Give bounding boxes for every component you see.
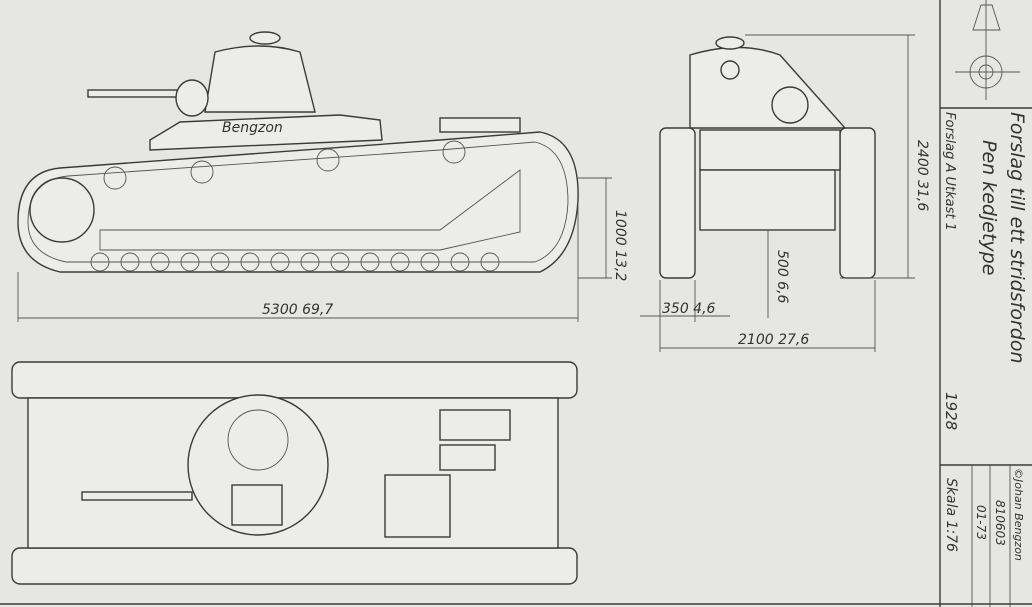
drawing-variant: Forslag A Utkast 1	[942, 112, 957, 231]
drawing-number: 810603	[993, 500, 1007, 546]
drawing-year: 1928	[942, 392, 960, 430]
copyright: ©Johan Bengzon	[1012, 468, 1025, 561]
top-view	[11, 361, 578, 585]
sheet-number: 01-73	[974, 505, 988, 540]
side-view: Bengzon 5300 69,7 1000 13,2	[17, 31, 628, 322]
road-wheels	[90, 140, 500, 272]
drawing-title: Forslag till ett stridsfordon	[1006, 112, 1028, 364]
drawing-subtitle: Pen kedjetype	[978, 140, 1000, 275]
hull-marking: Bengzon	[222, 120, 283, 136]
length-dimension: 5300 69,7	[262, 302, 333, 318]
track-height-dimension: 1000 13,2	[612, 210, 628, 281]
projection-symbol	[955, 0, 1020, 100]
track-width-dimension: 350 4,6	[662, 301, 716, 317]
height-dimension: 2400 31,6	[914, 140, 930, 211]
drawing-scale: Skala 1:76	[943, 478, 959, 552]
front-view: 2400 31,6 500 6,6 350 4,6 2100 27,6	[640, 34, 930, 352]
clearance-dimension: 500 6,6	[774, 250, 790, 304]
width-dimension: 2100 27,6	[738, 332, 809, 348]
